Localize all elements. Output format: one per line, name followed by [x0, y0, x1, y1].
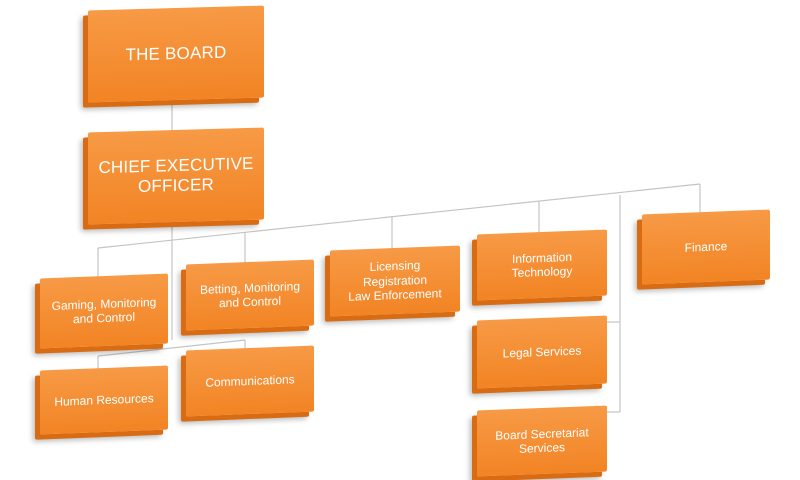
box-information-technology: Information Technology — [477, 229, 607, 301]
comms-label: Communications — [205, 372, 295, 390]
connector-main-bus — [97, 183, 701, 249]
secretariat-label: Board Secretariat Services — [495, 424, 589, 456]
box-the-board: THE BOARD — [88, 5, 264, 103]
box-chief-executive-officer: CHIEF EXECUTIVE OFFICER — [88, 127, 264, 225]
legal-label: Legal Services — [502, 343, 582, 361]
ceo-label: CHIEF EXECUTIVE OFFICER — [98, 153, 254, 197]
hr-label: Human Resources — [54, 390, 154, 409]
betting-label: Betting, Monitoring and Control — [199, 278, 301, 311]
connector-lower-bus — [97, 339, 246, 357]
box-human-resources: Human Resources — [40, 365, 168, 435]
box-board-secretariat-services: Board Secretariat Services — [477, 405, 607, 477]
finance-label: Finance — [684, 238, 728, 255]
infotech-label: Information Technology — [511, 249, 573, 281]
gaming-label: Gaming, Monitoring and Control — [51, 294, 157, 327]
board-label: THE BOARD — [125, 42, 227, 65]
box-finance: Finance — [642, 209, 770, 285]
box-betting-monitoring-control: Betting, Monitoring and Control — [186, 259, 314, 331]
box-communications: Communications — [186, 345, 314, 417]
licensing-label: Licensing Registration Law Enforcement — [348, 258, 442, 304]
box-licensing-registration-law-enforcement: Licensing Registration Law Enforcement — [330, 245, 460, 317]
box-legal-services: Legal Services — [477, 315, 607, 389]
box-gaming-monitoring-control: Gaming, Monitoring and Control — [40, 273, 168, 349]
